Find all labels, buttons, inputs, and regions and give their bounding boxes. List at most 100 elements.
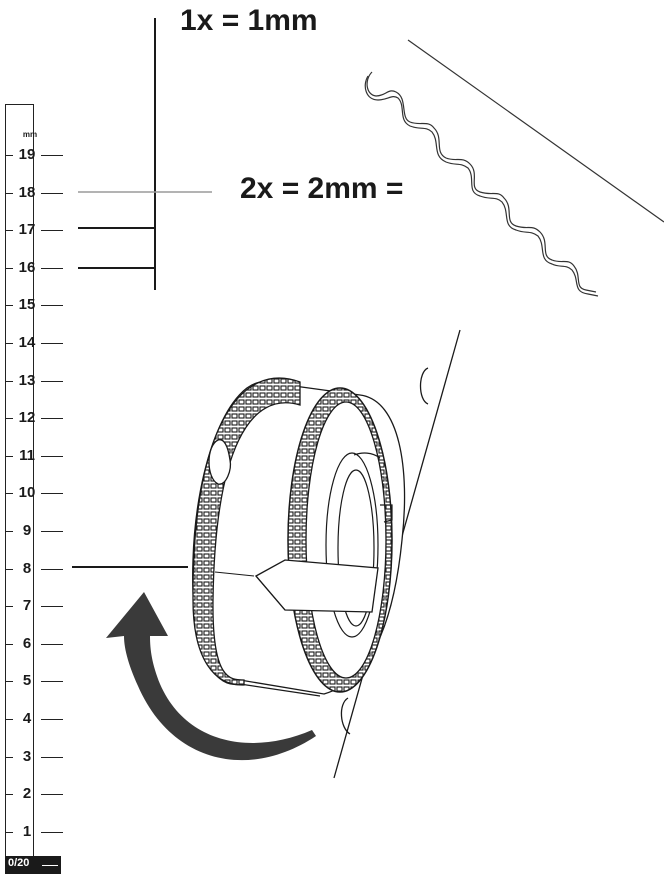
ruler-tick-label: 4 <box>22 710 32 727</box>
ruler-tick-mark <box>5 418 13 420</box>
ruler-tick-19: 19 <box>5 145 65 165</box>
caption-two-turns: 2x = 2mm = <box>240 172 404 205</box>
rotation-arrow <box>106 592 316 761</box>
plate-bump-top <box>419 367 429 405</box>
ruler-tick-mark <box>41 531 63 532</box>
ruler-tick-label: 19 <box>18 146 36 163</box>
ruler-tick-mark <box>41 643 63 645</box>
ruler-tick-17: 17 <box>5 220 65 240</box>
ruler-tick-label: 11 <box>19 446 35 464</box>
ruler-tick-16: 16 <box>5 258 65 278</box>
ruler-tick-label: 14 <box>18 334 36 351</box>
ruler-tick-9: 9 <box>5 521 65 541</box>
pointer-edge <box>255 575 286 611</box>
ruler-tick-label: 1 <box>22 822 32 840</box>
ruler-tick-mark <box>41 719 63 720</box>
ruler-tick-label: 15 <box>18 296 36 314</box>
ruler-tick-13: 13 <box>5 371 65 391</box>
ruler-tick-mark <box>41 380 63 382</box>
ruler-tick-mark <box>5 230 13 232</box>
wheel-hub-inner <box>337 469 375 627</box>
ruler-tick-mark <box>5 606 13 608</box>
hub-clip-top <box>353 452 381 459</box>
ruler-tick-7: 7 <box>5 596 65 616</box>
ruler-strip <box>5 104 34 874</box>
ruler-tick-2: 2 <box>5 784 65 804</box>
blade-teeth <box>366 71 597 293</box>
ruler-tick-12: 12 <box>5 408 65 428</box>
ruler-tick-mark <box>5 794 13 796</box>
ruler-tick-mark <box>5 305 13 307</box>
ruler-tick-mark <box>41 756 63 758</box>
ruler-tick-label: 8 <box>22 559 32 577</box>
ruler-tick-mark <box>41 305 63 307</box>
ruler-zero-label: 0/20 <box>8 857 30 869</box>
wheel-hub-outer <box>325 452 379 638</box>
ruler-tick-mark <box>5 267 13 269</box>
ruler-tick-label: 16 <box>18 258 36 276</box>
ruler-tick-mark <box>41 831 63 833</box>
ruler-tick-mark <box>41 681 63 683</box>
ruler-tick-18: 18 <box>5 183 65 203</box>
ruler-tick-label: 18 <box>18 183 36 201</box>
ruler-tick-mark <box>41 230 63 232</box>
ruler-tick-1: 1 <box>5 822 65 842</box>
wheel-side-knob <box>208 439 232 485</box>
ruler-tick-label: 3 <box>22 747 32 765</box>
ruler-tick-mark <box>5 756 13 758</box>
ruler-tick-8: 8 <box>5 559 65 579</box>
ruler-tick-mark <box>5 531 13 532</box>
adjustment-wheel <box>192 377 406 697</box>
saw-blade <box>364 39 664 297</box>
ruler-tick-label: 2 <box>22 785 32 803</box>
ruler-tick-mark <box>5 568 13 570</box>
ruler-tick-mark <box>41 606 63 608</box>
ruler-tick-4: 4 <box>5 709 65 729</box>
caption-one-turn: 1x = 1mm <box>180 4 318 37</box>
ruler-tick-mark <box>41 493 63 495</box>
ruler-tick-label: 10 <box>18 484 36 502</box>
ruler-tick-mark <box>5 455 13 457</box>
blade-back-edge <box>407 39 664 223</box>
ruler-tick-mark <box>41 192 63 194</box>
ruler-tick-mark <box>41 343 63 344</box>
ruler-tick-3: 3 <box>5 747 65 767</box>
ruler-tick-label: 17 <box>18 221 36 239</box>
ruler-tick-label: 9 <box>22 522 32 539</box>
ruler-tick-mark <box>5 719 13 720</box>
ruler-tick-mark <box>41 455 63 457</box>
ruler-tick-mark <box>41 418 63 420</box>
ruler-tick-mark <box>5 493 13 495</box>
ruler-tick-5: 5 <box>5 671 65 691</box>
blade-teeth-inner <box>364 75 599 297</box>
ruler-tick-label: 7 <box>22 597 32 615</box>
ruler-tick-mark <box>41 267 63 269</box>
ruler-tick-mark <box>5 343 13 344</box>
ruler-tick-mark <box>5 192 13 194</box>
ruler-tick-label: 12 <box>18 409 36 427</box>
measure-bracket <box>72 18 212 568</box>
ruler-tick-10: 10 <box>5 483 65 503</box>
ruler-tick-mark <box>5 643 13 645</box>
ruler-tick-label: 13 <box>18 371 36 389</box>
ruler-tick-mark <box>5 681 13 683</box>
pointer-index-line <box>214 571 255 577</box>
ruler-zero-block <box>5 856 61 874</box>
ruler-tick-mark <box>41 155 63 156</box>
ruler-unit-label: mm <box>22 130 38 139</box>
ruler-tick-14: 14 <box>5 333 65 353</box>
ruler-tick-label: 6 <box>22 634 32 652</box>
hub-clip <box>380 504 393 523</box>
ruler-tick-mark <box>5 831 13 833</box>
ruler-zero-line <box>42 865 58 866</box>
ruler-tick-mark <box>5 155 13 156</box>
ruler-tick-mark <box>5 380 13 382</box>
ruler-tick-mark <box>41 568 63 570</box>
ruler-tick-11: 11 <box>5 446 65 466</box>
ruler-tick-mark <box>41 794 63 796</box>
ruler-tick-15: 15 <box>5 295 65 315</box>
plate-bump-bottom <box>340 697 351 735</box>
ruler-tick-6: 6 <box>5 634 65 654</box>
